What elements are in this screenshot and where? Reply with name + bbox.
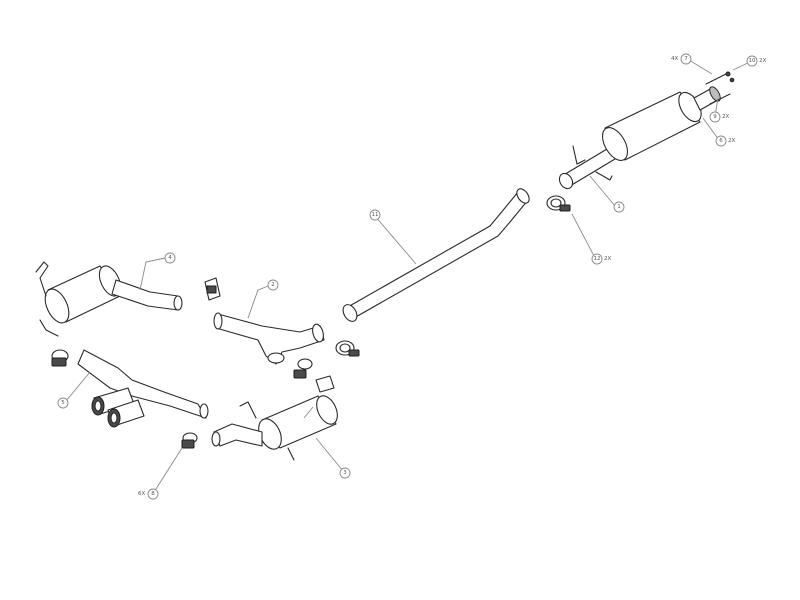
part-4-left-muffler: [35, 261, 183, 367]
callout-7: 7 4X: [671, 53, 692, 65]
callout-8: 8 6X: [138, 488, 159, 500]
callout-9: 9 2X: [709, 111, 729, 123]
part-12-clamp-lower: [335, 340, 360, 357]
callout-12-number: 12: [594, 256, 601, 262]
callout-3-number: 3: [343, 470, 347, 476]
callout-6-number: 6: [719, 138, 723, 144]
leader-lines: [65, 59, 751, 493]
part-3-right-muffler: [181, 375, 338, 461]
callout-1: 1: [613, 201, 625, 213]
callout-8-quantity: 6X: [138, 491, 145, 497]
part-11-mid-pipe: [342, 188, 530, 322]
callout-10: 10 2X: [746, 55, 766, 67]
callout-1-number: 1: [617, 204, 621, 210]
callout-12: 12 2X: [591, 253, 611, 265]
part-5-left-tailpipe: [77, 349, 209, 428]
callout-11-number: 11: [372, 212, 379, 218]
callout-11: 11: [369, 209, 381, 221]
hanger-bracket: [204, 277, 221, 301]
callout-2-number: 2: [271, 282, 275, 288]
callout-8-number: 8: [151, 491, 155, 497]
callout-5: 5: [57, 397, 69, 409]
callout-6: 6 2X: [715, 135, 735, 147]
callout-9-quantity: 2X: [722, 114, 729, 120]
callout-9-number: 9: [713, 114, 717, 120]
callout-2: 2: [267, 279, 279, 291]
part-2-y-pipe: [213, 312, 325, 379]
callout-10-quantity: 2X: [759, 58, 766, 64]
callout-7-quantity: 4X: [671, 56, 678, 62]
part-1-front-muffler: [558, 71, 735, 190]
callout-5-number: 5: [61, 400, 65, 406]
callout-3: 3: [339, 467, 351, 479]
callout-4-number: 4: [168, 255, 172, 261]
callout-7-number: 7: [684, 56, 688, 62]
callout-4: 4: [164, 252, 176, 264]
part-12-clamp-upper: [546, 195, 571, 212]
callout-12-quantity: 2X: [604, 256, 611, 262]
callout-6-quantity: 2X: [728, 138, 735, 144]
callout-10-number: 10: [749, 58, 756, 64]
